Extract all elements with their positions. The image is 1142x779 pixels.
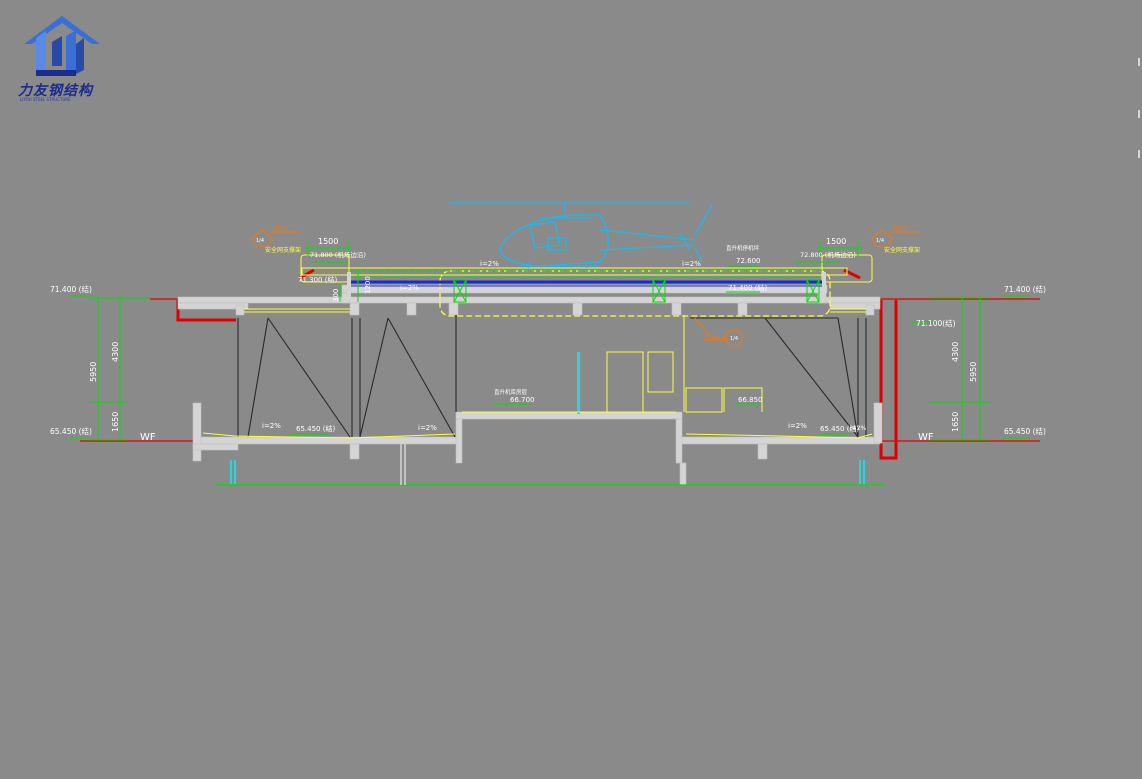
elevation-label: 72.800 (机场边沿)	[800, 250, 856, 259]
elevation-label: 71.400 (结)	[728, 283, 767, 292]
dim-label: 5950	[89, 362, 98, 382]
dim-label: 1200	[364, 276, 372, 294]
dim-label: 1650	[111, 412, 120, 432]
callout-tag: 1/4	[730, 336, 738, 342]
slope-label: i=2%	[262, 422, 281, 430]
steel-bracing	[237, 315, 867, 438]
dim-label: 1500	[318, 237, 338, 246]
piles	[400, 444, 406, 485]
slope-label: i=2%	[682, 260, 701, 268]
deck-structure	[347, 270, 826, 303]
callout-ref: 详JP-5	[892, 224, 908, 232]
callout-ref: 详JP-6	[704, 333, 720, 341]
elevation-label: 65.450 (结)	[50, 426, 92, 436]
slope-label: i=2%	[400, 284, 419, 292]
elevation-label: 71.800 (机场边沿)	[310, 250, 366, 259]
callout-tag: 1/4	[256, 238, 264, 244]
elevation-label: 71.300 (结)	[298, 275, 337, 284]
elevation-label: 66.700	[510, 396, 535, 404]
dim-label: 4300	[111, 342, 120, 362]
detail-callouts	[251, 229, 920, 347]
dim-label: 4300	[951, 342, 960, 362]
elevation-label: 71.100(结)	[916, 318, 956, 328]
note-label: 直升机停机坪	[726, 244, 760, 252]
cyan-posts	[230, 352, 865, 484]
annotation-text: 71.400 (结) 71.400 (结) 65.450 (结) 65.450 …	[50, 224, 1046, 443]
elevation-label: 71.400 (结)	[50, 284, 92, 294]
elevation-label: 66.850	[738, 396, 763, 404]
note-label: 安全网支撑架	[265, 246, 301, 254]
wf-label: WF	[140, 432, 156, 443]
wf-label: WF	[918, 432, 934, 443]
elevation-label: 65.450 (结)	[1004, 426, 1046, 436]
callout-tag: 1/4	[876, 238, 884, 244]
helipad-dashed-outline	[439, 270, 831, 317]
house-logo-icon	[24, 16, 100, 76]
dim-label: 5950	[969, 362, 978, 382]
logo-title: 力友钢结构	[18, 83, 93, 99]
helicopter-icon	[450, 202, 713, 269]
slope-label: i=2%	[480, 260, 499, 268]
elevation-label: 65.450 (结)	[296, 424, 335, 433]
concrete-structure	[177, 284, 883, 486]
slope-label: i=2%	[418, 424, 437, 432]
dim-label: 1650	[951, 412, 960, 432]
note-label: 安全网支撑架	[884, 246, 920, 254]
note-label: 直升机库房层	[494, 388, 528, 396]
callout-ref: 详JP-5	[272, 224, 288, 232]
elevation-label: 71.400 (结)	[1004, 284, 1046, 294]
slope-label: i=2%	[850, 425, 867, 432]
elevation-label: 65.450 (结)	[820, 424, 859, 433]
dim-label: 1500	[826, 237, 846, 246]
yellow-details	[202, 254, 873, 439]
elevation-label: 72.600	[736, 257, 761, 265]
slope-label: i=2%	[788, 422, 807, 430]
dim-label: 300	[332, 289, 340, 302]
logo-subtitle: LIYOU STEEL STRUCTURE	[20, 97, 71, 102]
dimension-lines	[70, 242, 1030, 441]
